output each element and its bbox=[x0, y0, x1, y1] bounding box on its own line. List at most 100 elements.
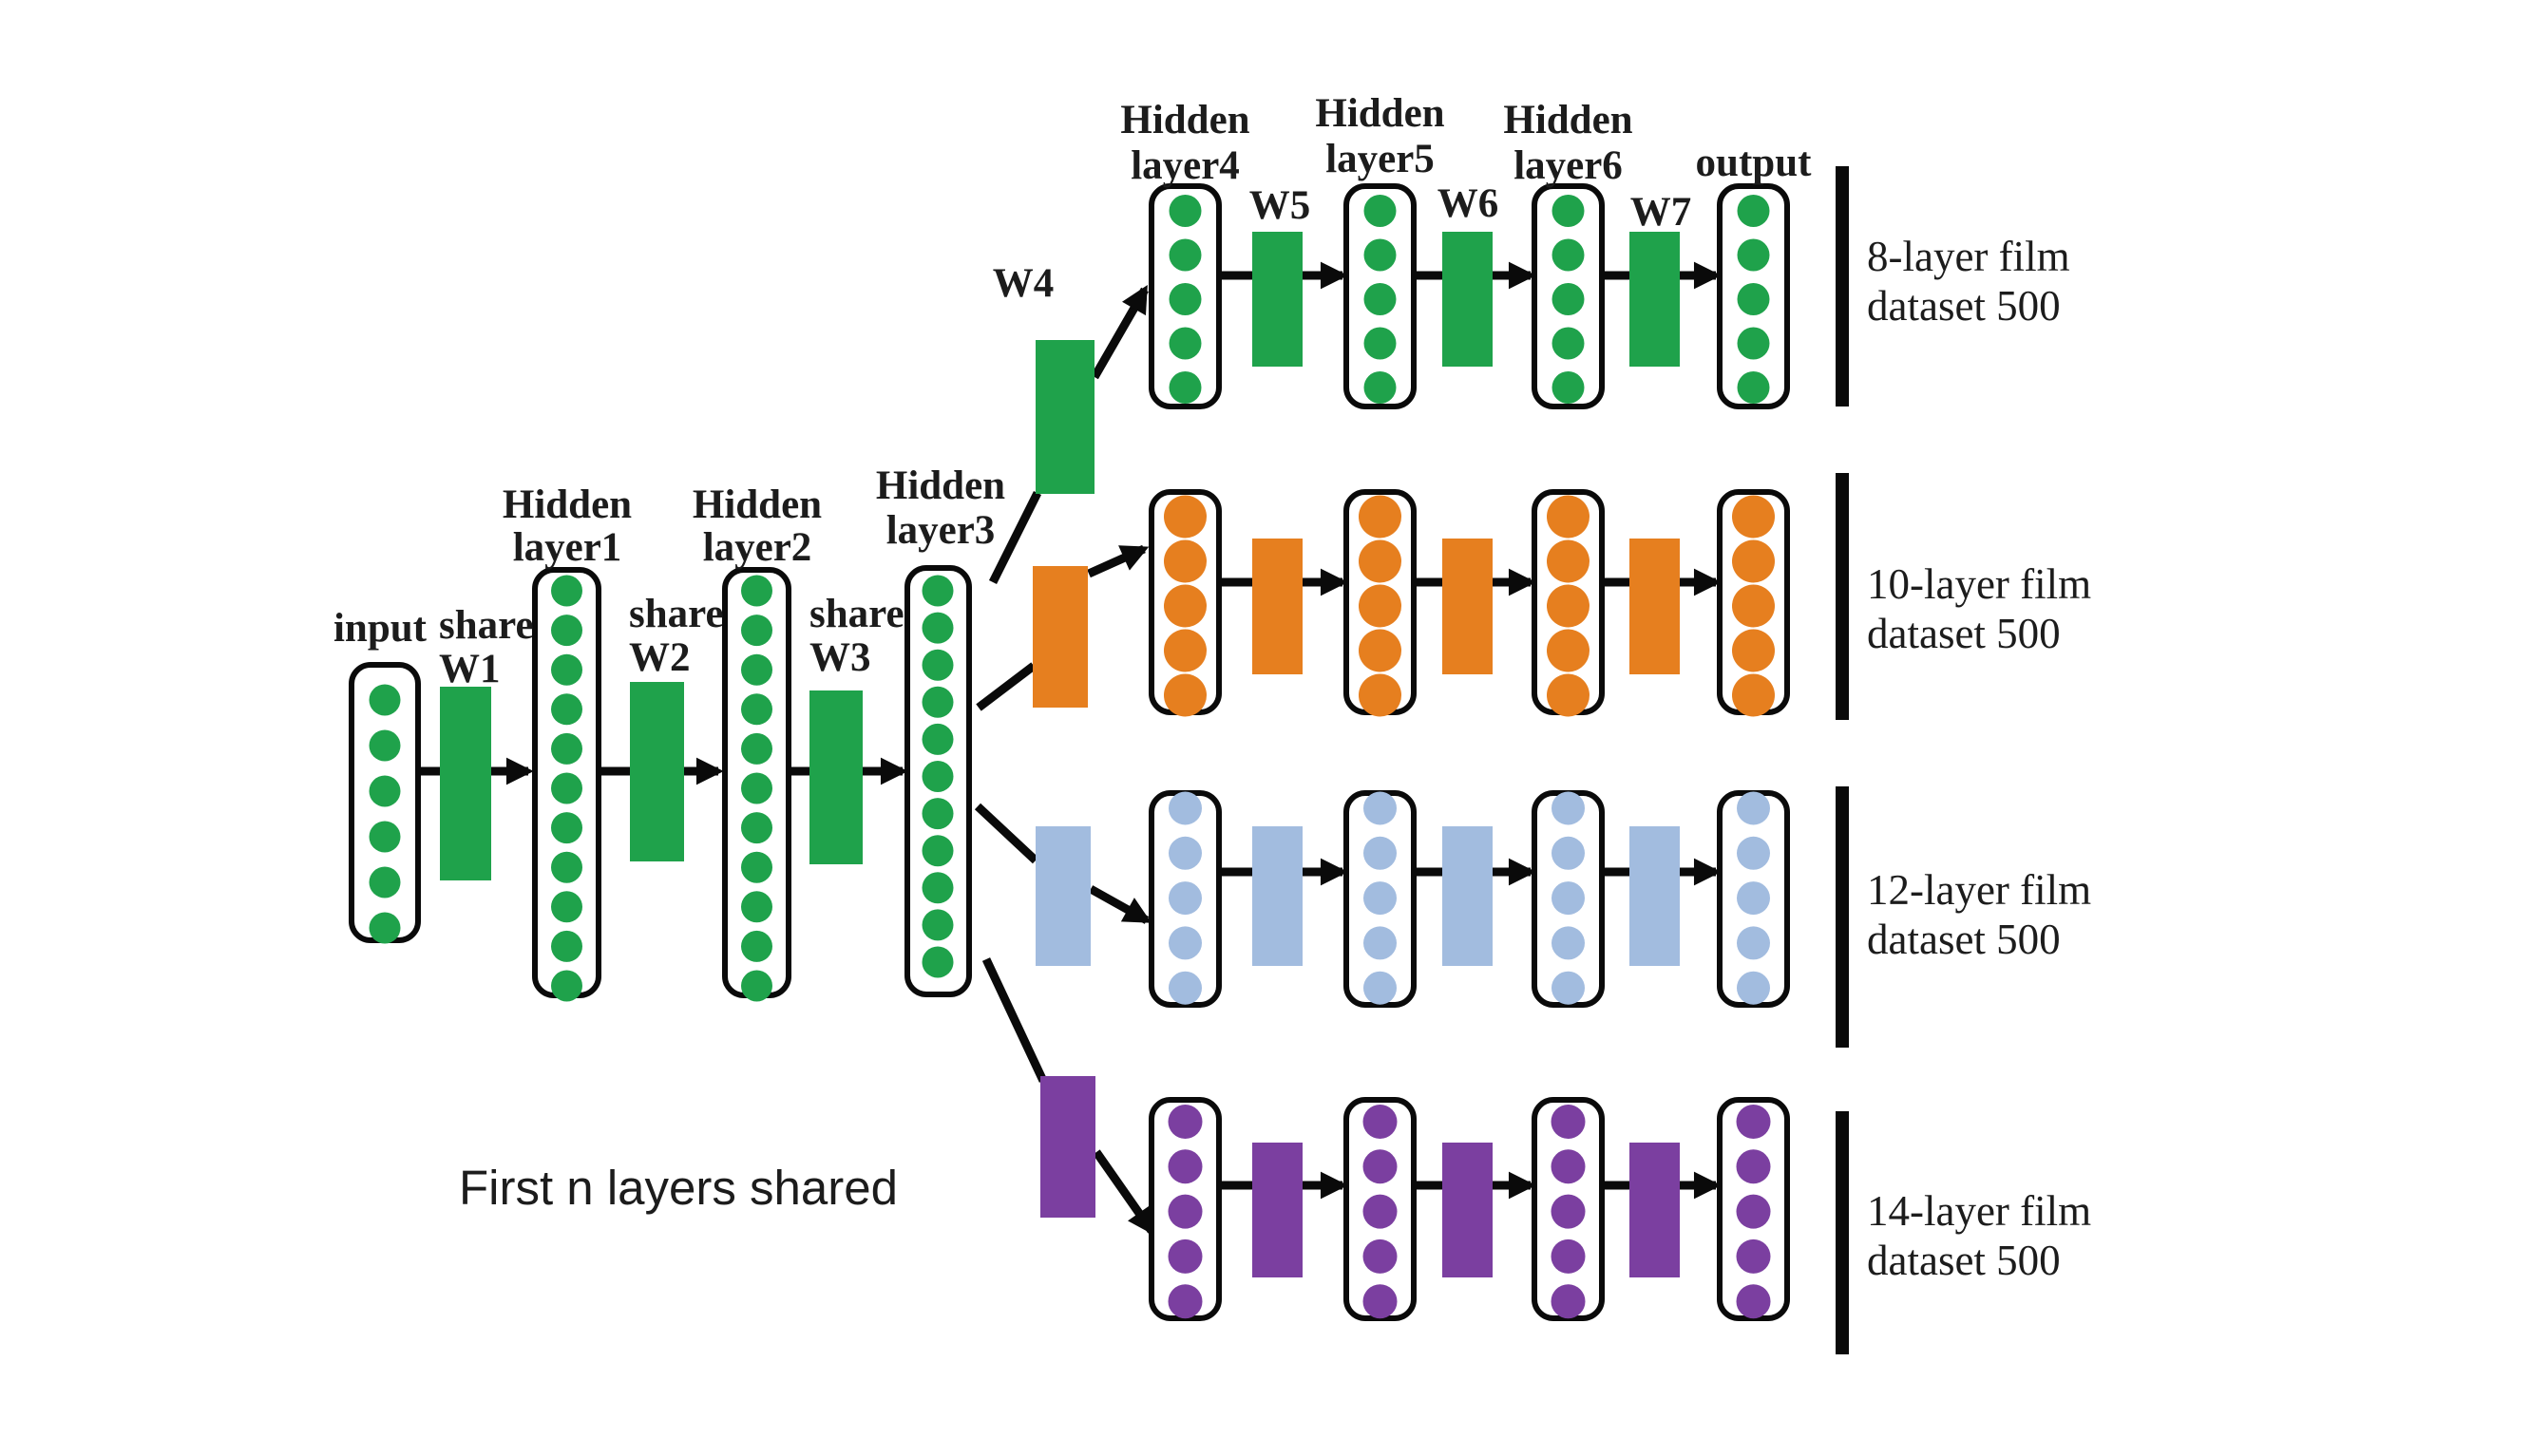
neuron-circle bbox=[1169, 836, 1202, 870]
weights-group bbox=[440, 232, 1680, 1277]
neuron-circle bbox=[1732, 673, 1775, 717]
neuron-circle bbox=[1359, 539, 1401, 583]
row-weight-block bbox=[1442, 539, 1493, 674]
neuron-circle bbox=[1363, 971, 1397, 1005]
weight-label: W5 bbox=[1249, 183, 1311, 228]
neuron-circle bbox=[1363, 881, 1397, 916]
row-weight-block bbox=[1629, 826, 1680, 966]
hidden-layer-label: layer3 bbox=[886, 508, 996, 553]
branch-connector-line bbox=[974, 803, 1039, 864]
neuron-circle bbox=[922, 872, 954, 904]
neuron-circle bbox=[741, 812, 772, 844]
neuron-circle bbox=[922, 835, 954, 867]
share-weight-label: W2 bbox=[629, 635, 691, 680]
neuron-circle bbox=[1737, 881, 1770, 916]
neuron-circle bbox=[1168, 1284, 1203, 1319]
neuron-circle bbox=[1736, 1105, 1771, 1139]
neuron-circle bbox=[1362, 1194, 1398, 1229]
neuron-circle bbox=[1363, 791, 1397, 825]
neuron-circle bbox=[1164, 584, 1207, 628]
neuron-circle bbox=[1164, 495, 1207, 539]
row-weight-block bbox=[1252, 1143, 1303, 1277]
neuron-circle bbox=[741, 970, 772, 1002]
neuron-circle bbox=[922, 612, 954, 644]
row-weight-block bbox=[1442, 1143, 1493, 1277]
neuron-circle bbox=[1737, 327, 1770, 360]
neuron-circle bbox=[369, 866, 401, 898]
shared-weight-block bbox=[630, 682, 684, 861]
share-weight-label: W3 bbox=[809, 635, 871, 680]
neuron-circle bbox=[1169, 283, 1202, 315]
neuron-circle bbox=[1363, 195, 1397, 227]
neuron-circle bbox=[1736, 1149, 1771, 1184]
neuron-circle bbox=[1737, 791, 1770, 825]
neuron-circle bbox=[369, 912, 401, 944]
neuron-circle bbox=[1552, 238, 1585, 272]
neuron-circle bbox=[1552, 926, 1585, 960]
neuron-circle bbox=[741, 653, 772, 686]
neuron-circle bbox=[1359, 495, 1401, 539]
neuron-circle bbox=[1359, 629, 1401, 672]
neuron-circle bbox=[1551, 1239, 1586, 1274]
neuron-circle bbox=[741, 851, 772, 883]
branch-connector-line bbox=[988, 490, 1042, 585]
dataset-caption: dataset 500 bbox=[1867, 916, 2061, 963]
neuron-circle bbox=[1552, 371, 1585, 404]
neuron-circle bbox=[551, 851, 582, 883]
row-weight-block bbox=[1252, 539, 1303, 674]
neuron-circle bbox=[741, 693, 772, 726]
row-weight-block bbox=[1442, 232, 1493, 367]
neuron-circle bbox=[1168, 1105, 1203, 1139]
neuron-circle bbox=[1169, 926, 1202, 960]
neuron-circle bbox=[1547, 539, 1590, 583]
row-delimiter-bar bbox=[1836, 473, 1849, 720]
neuron-circle bbox=[551, 812, 582, 844]
hidden-layer-label: Hidden bbox=[693, 482, 822, 527]
neuron-circle bbox=[741, 575, 772, 607]
neuron-circle bbox=[1362, 1105, 1398, 1139]
neuron-circle bbox=[1732, 584, 1775, 628]
row-weight-block bbox=[1629, 232, 1680, 367]
weight-label: W7 bbox=[1630, 190, 1692, 235]
branch-weight-label: W4 bbox=[993, 261, 1055, 306]
hidden-layer-label: Hidden bbox=[876, 463, 1005, 508]
branch-arrow bbox=[1087, 544, 1150, 578]
neuron-circle bbox=[1737, 971, 1770, 1005]
hidden-layer-label: Hidden bbox=[1503, 98, 1632, 142]
hidden-layer-label: layer1 bbox=[513, 525, 622, 570]
neuron-circle bbox=[1359, 673, 1401, 717]
neuron-circle bbox=[1736, 1194, 1771, 1229]
row-weight-block bbox=[1252, 826, 1303, 966]
dataset-caption: dataset 500 bbox=[1867, 1237, 2061, 1284]
neuron-circle bbox=[922, 946, 954, 978]
branch-arrow bbox=[1091, 285, 1149, 380]
share-weight-label: share bbox=[439, 603, 534, 648]
row-weight-block bbox=[1252, 232, 1303, 367]
neuron-circle bbox=[369, 821, 401, 853]
branch-weight-block bbox=[1033, 566, 1088, 708]
annotation-first-n-layers: First n layers shared bbox=[459, 1161, 898, 1215]
neuron-circle bbox=[922, 649, 954, 681]
neuron-circle bbox=[1362, 1284, 1398, 1319]
dataset-caption: dataset 500 bbox=[1867, 282, 2061, 330]
share-weight-label: share bbox=[809, 592, 904, 636]
neuron-circle bbox=[551, 653, 582, 686]
branch-arrow bbox=[1093, 1149, 1155, 1236]
row-weight-block bbox=[1629, 539, 1680, 674]
neuron-circle bbox=[1547, 629, 1590, 672]
hidden-layer-label: layer2 bbox=[703, 525, 812, 570]
shared-weight-block bbox=[440, 687, 491, 880]
hidden-layer-label: Hidden bbox=[503, 482, 632, 527]
weight-label: W6 bbox=[1437, 181, 1499, 226]
neuron-circle bbox=[1164, 539, 1207, 583]
neuron-circle bbox=[1169, 881, 1202, 916]
hidden-layer-label: Hidden bbox=[1315, 91, 1444, 136]
neuron-circle bbox=[1552, 836, 1585, 870]
neuron-circle bbox=[1736, 1239, 1771, 1274]
neuron-circle bbox=[551, 772, 582, 804]
neuron-circle bbox=[1547, 495, 1590, 539]
neuron-circle bbox=[922, 798, 954, 830]
branch-weight-block bbox=[1040, 1076, 1095, 1218]
